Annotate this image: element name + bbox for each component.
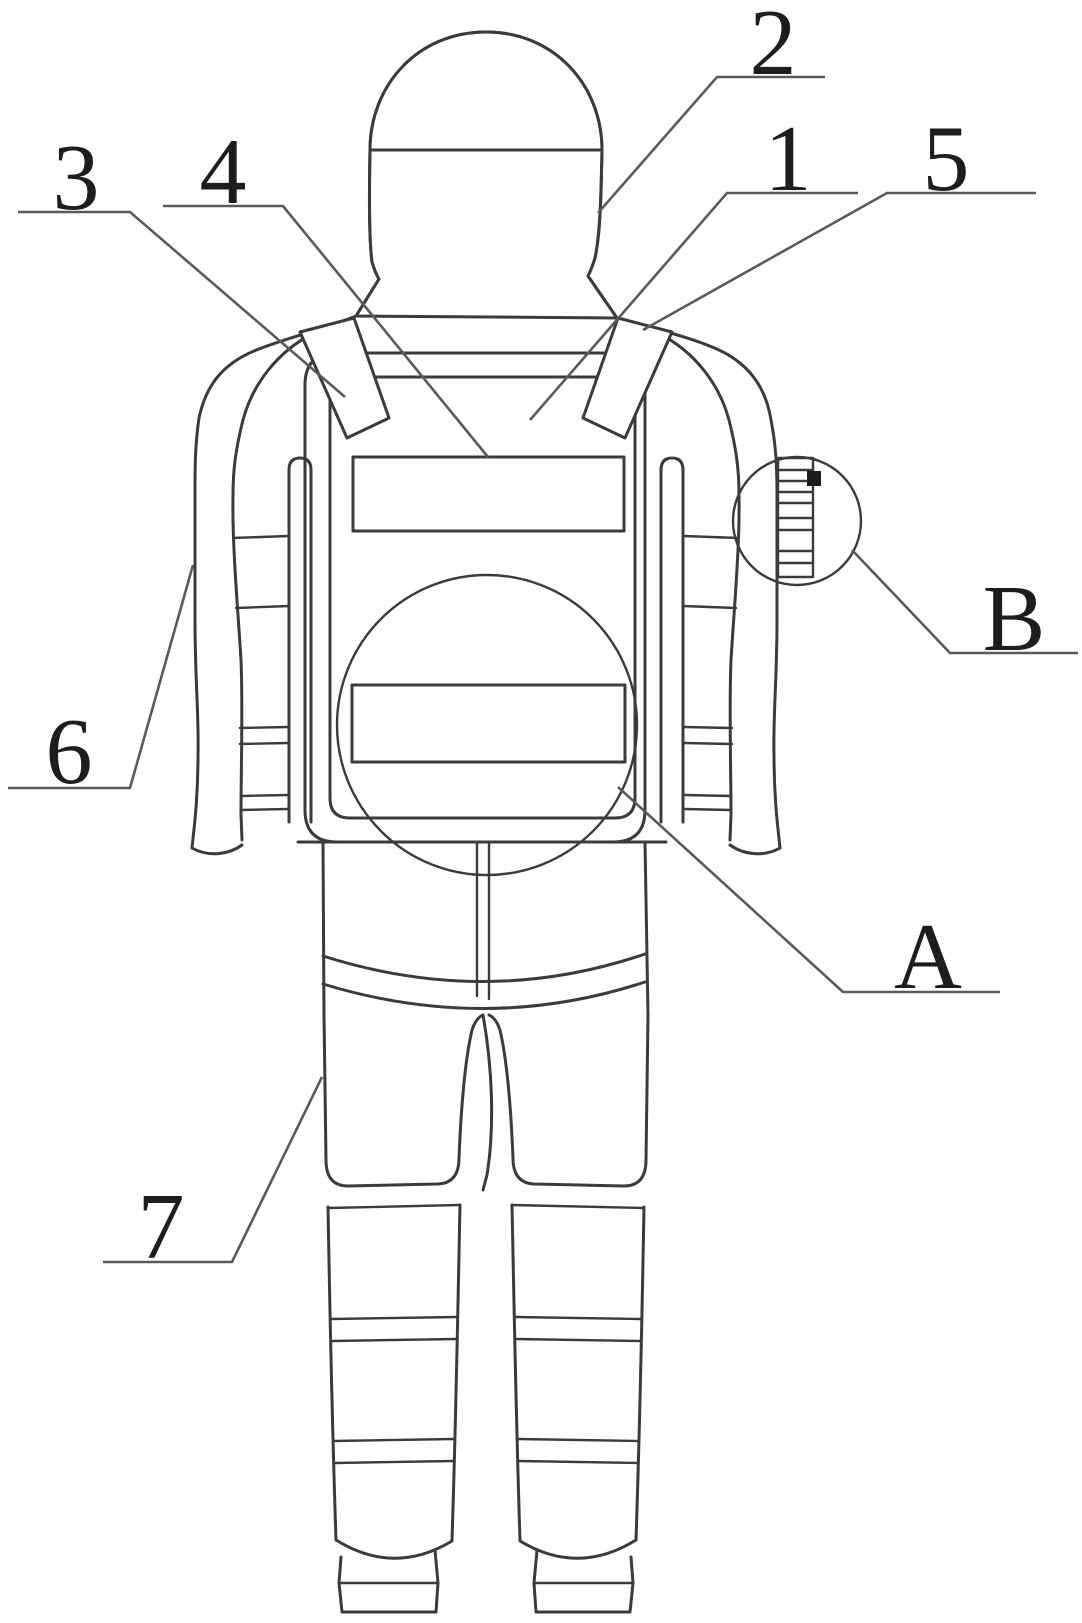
left-leg-inner-edge [450, 1203, 462, 1542]
left-cuff-band-3 [239, 793, 290, 798]
detail-views-group [335, 455, 863, 877]
callout-5-leader [642, 191, 1036, 332]
right-elbow-band-1 [681, 534, 741, 540]
left-side-rail [287, 456, 313, 824]
hood-left-edge [354, 148, 381, 318]
left-elbow-band-2 [234, 604, 291, 610]
right-trouser-hem-arc [518, 1538, 638, 1560]
callout-1-label: 1 [765, 107, 812, 211]
right-cuff-band-4 [682, 807, 733, 812]
right-shin-band-2 [516, 1459, 640, 1465]
left-trouser-hem-arc [334, 1538, 454, 1560]
right-thigh-panel [487, 1013, 650, 1188]
left-cuff-band-1 [238, 725, 290, 730]
left-inner-sleeve-seam [231, 331, 316, 842]
callout-2-leader [597, 75, 825, 214]
right-leg-outer-edge [634, 1205, 646, 1542]
belt-upper-curve [321, 952, 647, 983]
callout-a-label: A [894, 905, 962, 1009]
zipper-slider-block [807, 471, 821, 486]
callout-6-leader [8, 564, 195, 790]
hood-outline [368, 30, 619, 320]
right-cuff-band-1 [682, 725, 734, 730]
left-shin-band-1 [332, 1437, 456, 1443]
left-leg-outer-edge [326, 1205, 338, 1542]
right-leg-inner-edge [510, 1203, 522, 1542]
backpack-inner-panel [328, 375, 637, 820]
callouts-group: 1 2 3 4 5 6 7 A B [8, 0, 1078, 1279]
callout-a-leader [617, 786, 1000, 994]
right-shoulder-strap [581, 316, 674, 440]
belt-lower-curve [321, 980, 647, 1010]
callout-2-label: 2 [750, 0, 797, 95]
detail-circle-b [731, 455, 863, 587]
zipper-ladder-frame [776, 456, 815, 579]
legs-group [321, 840, 650, 1614]
right-knee-band-1 [513, 1315, 643, 1321]
left-knee-band-2 [330, 1337, 459, 1343]
left-shoulder-arm-outline [190, 314, 358, 850]
head-group [354, 30, 619, 320]
detail-circle-a [335, 573, 639, 877]
right-knee-top-band [510, 1203, 646, 1210]
right-side-rail [659, 456, 685, 824]
right-shoulder-arm-outline [615, 316, 782, 850]
left-elbow-band-1 [231, 534, 291, 540]
callout-5-label: 5 [923, 107, 970, 211]
left-sleeve-hem [190, 843, 244, 856]
callout-4-label: 4 [200, 120, 247, 224]
crotch-seam [481, 1013, 494, 1192]
left-boot-outline [337, 1548, 440, 1614]
shoulder-straps-group [298, 316, 674, 440]
right-boot-outline [532, 1548, 635, 1614]
callout-b-leader [851, 549, 1078, 655]
callout-3-leader [18, 210, 346, 398]
right-inner-sleeve-seam [656, 331, 741, 842]
zipper-ladder [776, 456, 821, 579]
right-sleeve-hem [728, 843, 782, 856]
right-shin-band-1 [516, 1437, 640, 1443]
callout-6-label: 6 [46, 700, 93, 804]
right-cuff-band-2 [682, 741, 734, 746]
left-cuff-band-2 [238, 741, 290, 746]
callout-7-leader [103, 1076, 324, 1264]
left-knee-band-1 [329, 1315, 459, 1321]
callout-1-leader [529, 191, 858, 421]
left-thigh-panel [322, 1013, 485, 1188]
callout-3-label: 3 [53, 126, 100, 230]
left-cuff-band-4 [239, 807, 290, 812]
callout-7-label: 7 [138, 1175, 185, 1279]
left-hip-edge [321, 840, 326, 1017]
right-cuff-band-3 [682, 793, 733, 798]
backpack-upper-pocket [351, 455, 626, 533]
callout-b-label: B [983, 567, 1046, 671]
right-hip-edge [643, 840, 650, 1017]
left-shoulder-strap [298, 316, 391, 440]
right-knee-band-2 [513, 1337, 642, 1343]
callout-4-leader [163, 204, 490, 458]
right-elbow-band-2 [681, 604, 738, 610]
left-shin-band-2 [332, 1459, 456, 1465]
backpack-lower-pocket [350, 683, 627, 764]
suit-outline-group [190, 314, 782, 856]
left-knee-top-band [326, 1203, 462, 1210]
